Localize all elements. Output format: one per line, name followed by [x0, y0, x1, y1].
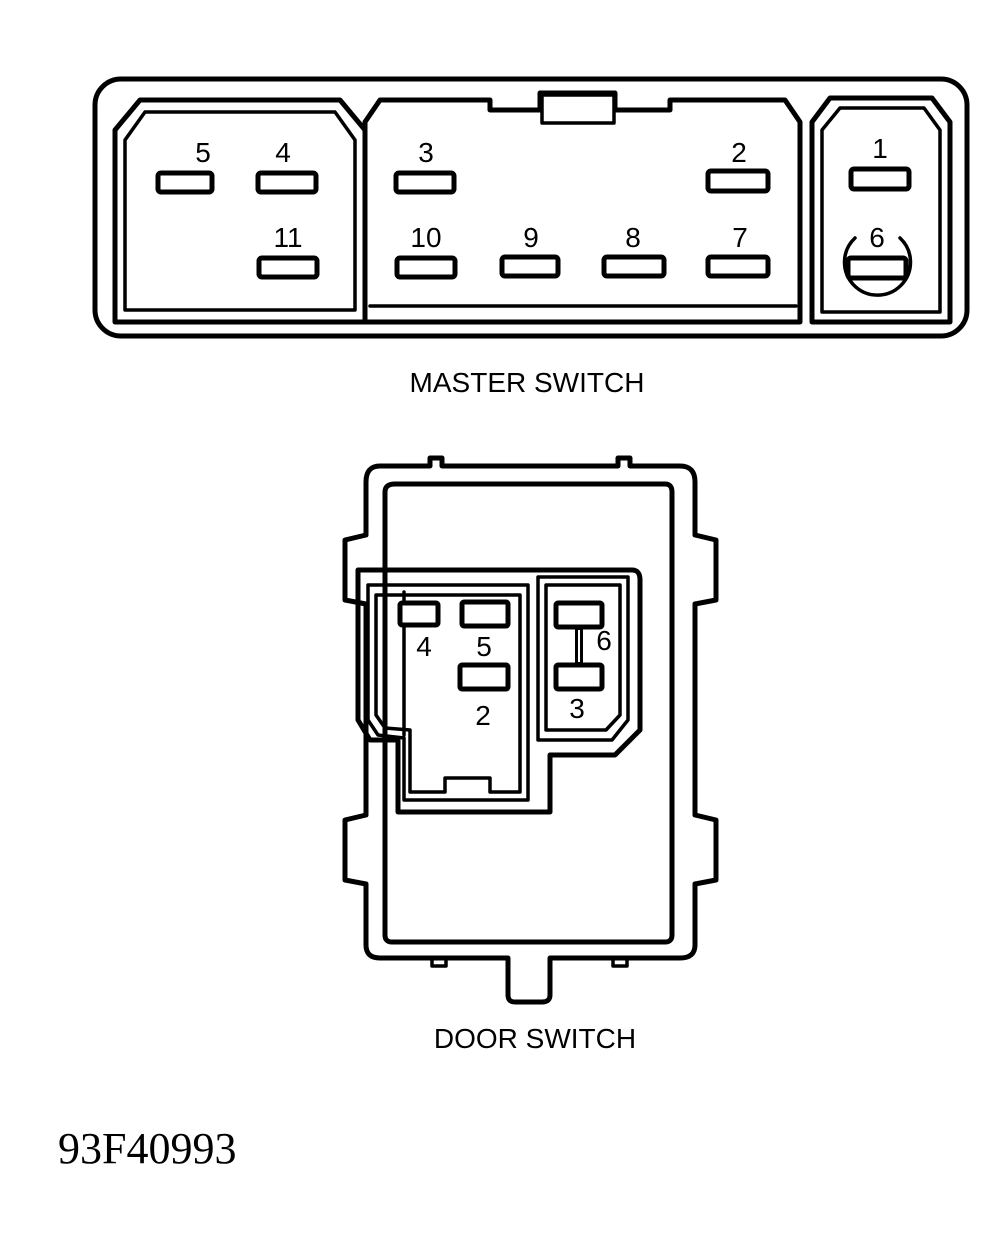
door-label-2: 2: [475, 700, 491, 731]
door-pin-5: [459, 599, 511, 629]
master-center-block: [362, 90, 803, 325]
door-pin-4: [397, 600, 441, 628]
master-right-block: [809, 95, 953, 325]
master-pin-4: [255, 170, 319, 195]
door-label-5: 5: [476, 631, 492, 662]
master-pin-10: [394, 255, 458, 280]
door-left-cavity: [366, 583, 530, 802]
master-center-latch: [540, 93, 616, 125]
door-inner-panel: [382, 481, 675, 945]
master-switch-housing: [92, 76, 970, 339]
master-label-8: 8: [625, 222, 641, 253]
master-label-6: 6: [869, 222, 885, 253]
master-pin-3: [393, 170, 457, 195]
door-switch-housing: [342, 455, 719, 1005]
door-label-3: 3: [569, 693, 585, 724]
figure-id: 93F40993: [58, 1124, 236, 1173]
master-switch-caption: MASTER SWITCH: [410, 367, 645, 398]
door-pin-3: [553, 662, 605, 692]
master-pin-9: [499, 254, 561, 279]
door-right-cavity: [536, 575, 630, 742]
master-pin-1: [848, 166, 912, 192]
master-label-3: 3: [418, 137, 434, 168]
master-pin-7: [705, 254, 771, 279]
door-switch-connector: 4 5 2 6 3 DOOR SWITCH: [342, 455, 719, 1054]
master-pin-11: [256, 255, 320, 280]
master-pin-6-ring: [842, 236, 913, 297]
door-switch-caption: DOOR SWITCH: [434, 1023, 636, 1054]
master-label-2: 2: [731, 137, 747, 168]
door-bottom-nub-right: [611, 956, 629, 968]
door-label-4: 4: [416, 631, 432, 662]
door-plug-outline: [355, 567, 643, 815]
master-label-9: 9: [523, 222, 539, 253]
master-label-1: 1: [872, 133, 888, 164]
master-label-5: 5: [195, 137, 211, 168]
door-pin-2: [457, 662, 511, 692]
master-pin-6: [845, 255, 909, 281]
master-label-11: 11: [273, 222, 302, 253]
door-label-6: 6: [596, 625, 612, 656]
master-left-block: [112, 97, 368, 325]
door-pin-6: [553, 600, 605, 630]
master-pin-2: [705, 168, 771, 194]
master-pin-5: [155, 170, 215, 195]
master-label-10: 10: [410, 222, 441, 253]
master-label-7: 7: [732, 222, 748, 253]
door-bottom-nub-left: [430, 956, 448, 968]
master-label-4: 4: [275, 137, 291, 168]
master-pin-8: [601, 254, 667, 279]
master-switch-connector: 5 4 11 3 2 10 9 8 7 1 6 MASTER SWITCH: [92, 76, 970, 398]
